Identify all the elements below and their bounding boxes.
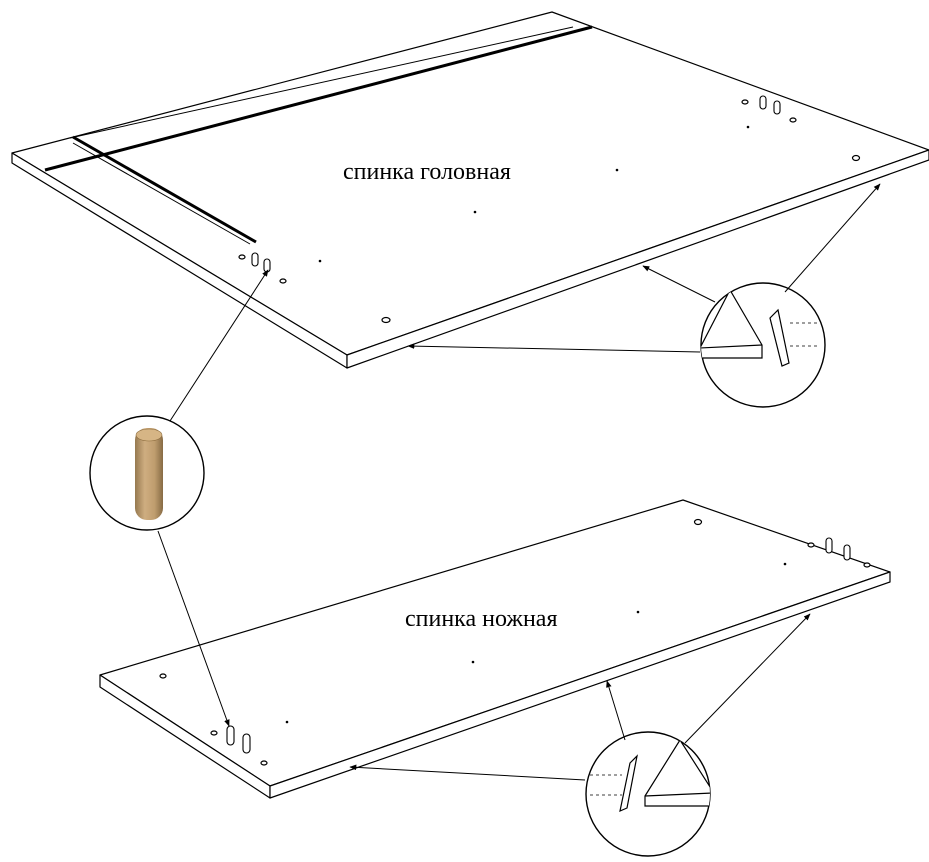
edge-profile-icon	[700, 282, 826, 408]
head-panel-label: спинка головная	[343, 159, 511, 185]
wooden-dowel-icon	[89, 415, 205, 531]
head-panel-holes	[238, 99, 861, 324]
head-panel-side-edge	[346, 149, 929, 369]
edge-profile-icon	[585, 731, 711, 857]
foot-panel-holes	[159, 518, 871, 766]
foot-panel-dowels	[226, 537, 851, 754]
foot-panel-top-face	[99, 499, 891, 787]
head-panel	[11, 11, 929, 369]
leader-arrows	[157, 183, 881, 781]
head-panel-dots	[318, 125, 750, 263]
head-panel-dowels	[251, 95, 781, 273]
foot-panel-dots	[285, 562, 787, 724]
foot-panel	[99, 499, 891, 799]
foot-panel-label: спинка ножная	[405, 606, 558, 632]
foot-panel-side-edge	[269, 571, 891, 799]
